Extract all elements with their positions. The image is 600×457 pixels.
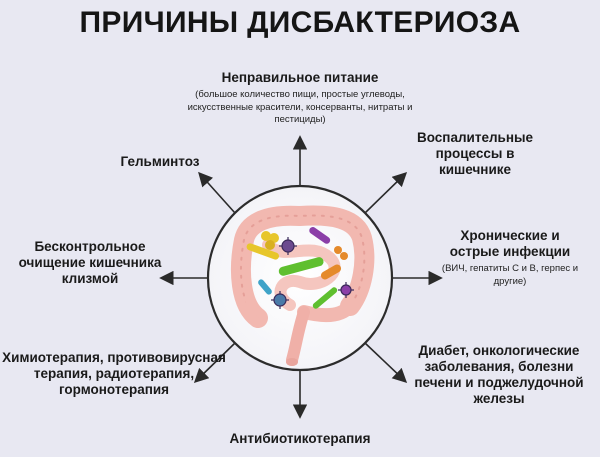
cause-chronic-infections: Хронические и острые инфекции (ВИЧ, гепа… bbox=[440, 228, 580, 288]
arrow-down-left bbox=[193, 342, 236, 384]
cause-nutrition-label: Неправильное питание bbox=[221, 70, 379, 85]
cause-antibiotics: Антибиотикотерапия bbox=[229, 431, 371, 446]
arrow-up-right bbox=[364, 171, 408, 214]
bacteria-icon bbox=[246, 227, 348, 309]
cause-diabetes: Диабет, онкологические заболевания, боле… bbox=[414, 343, 584, 406]
virus-icon bbox=[271, 237, 354, 309]
cause-cleansing: Бесконтрольное очищение кишечника клизмо… bbox=[18, 239, 162, 286]
arrow-up-left bbox=[198, 171, 236, 214]
cause-chronic-note: (ВИЧ, гепатиты С и В, герпес и другие) bbox=[441, 263, 579, 287]
arrow-down-right bbox=[364, 342, 408, 383]
cause-inflammation: Воспалительные процессы в кишечнике bbox=[416, 130, 534, 177]
cause-chronic-label: Хронические и острые инфекции bbox=[449, 228, 571, 259]
cause-nutrition: Неправильное питание (большое количество… bbox=[170, 70, 430, 127]
cause-helminthosis: Гельминтоз bbox=[120, 154, 200, 169]
cause-nutrition-note: (большое количество пищи, простые углево… bbox=[187, 89, 413, 125]
page-title: ПРИЧИНЫ ДИСБАКТЕРИОЗА bbox=[79, 6, 521, 39]
cause-chemotherapy: Химиотерапия, противовирусная терапия, р… bbox=[2, 350, 226, 397]
